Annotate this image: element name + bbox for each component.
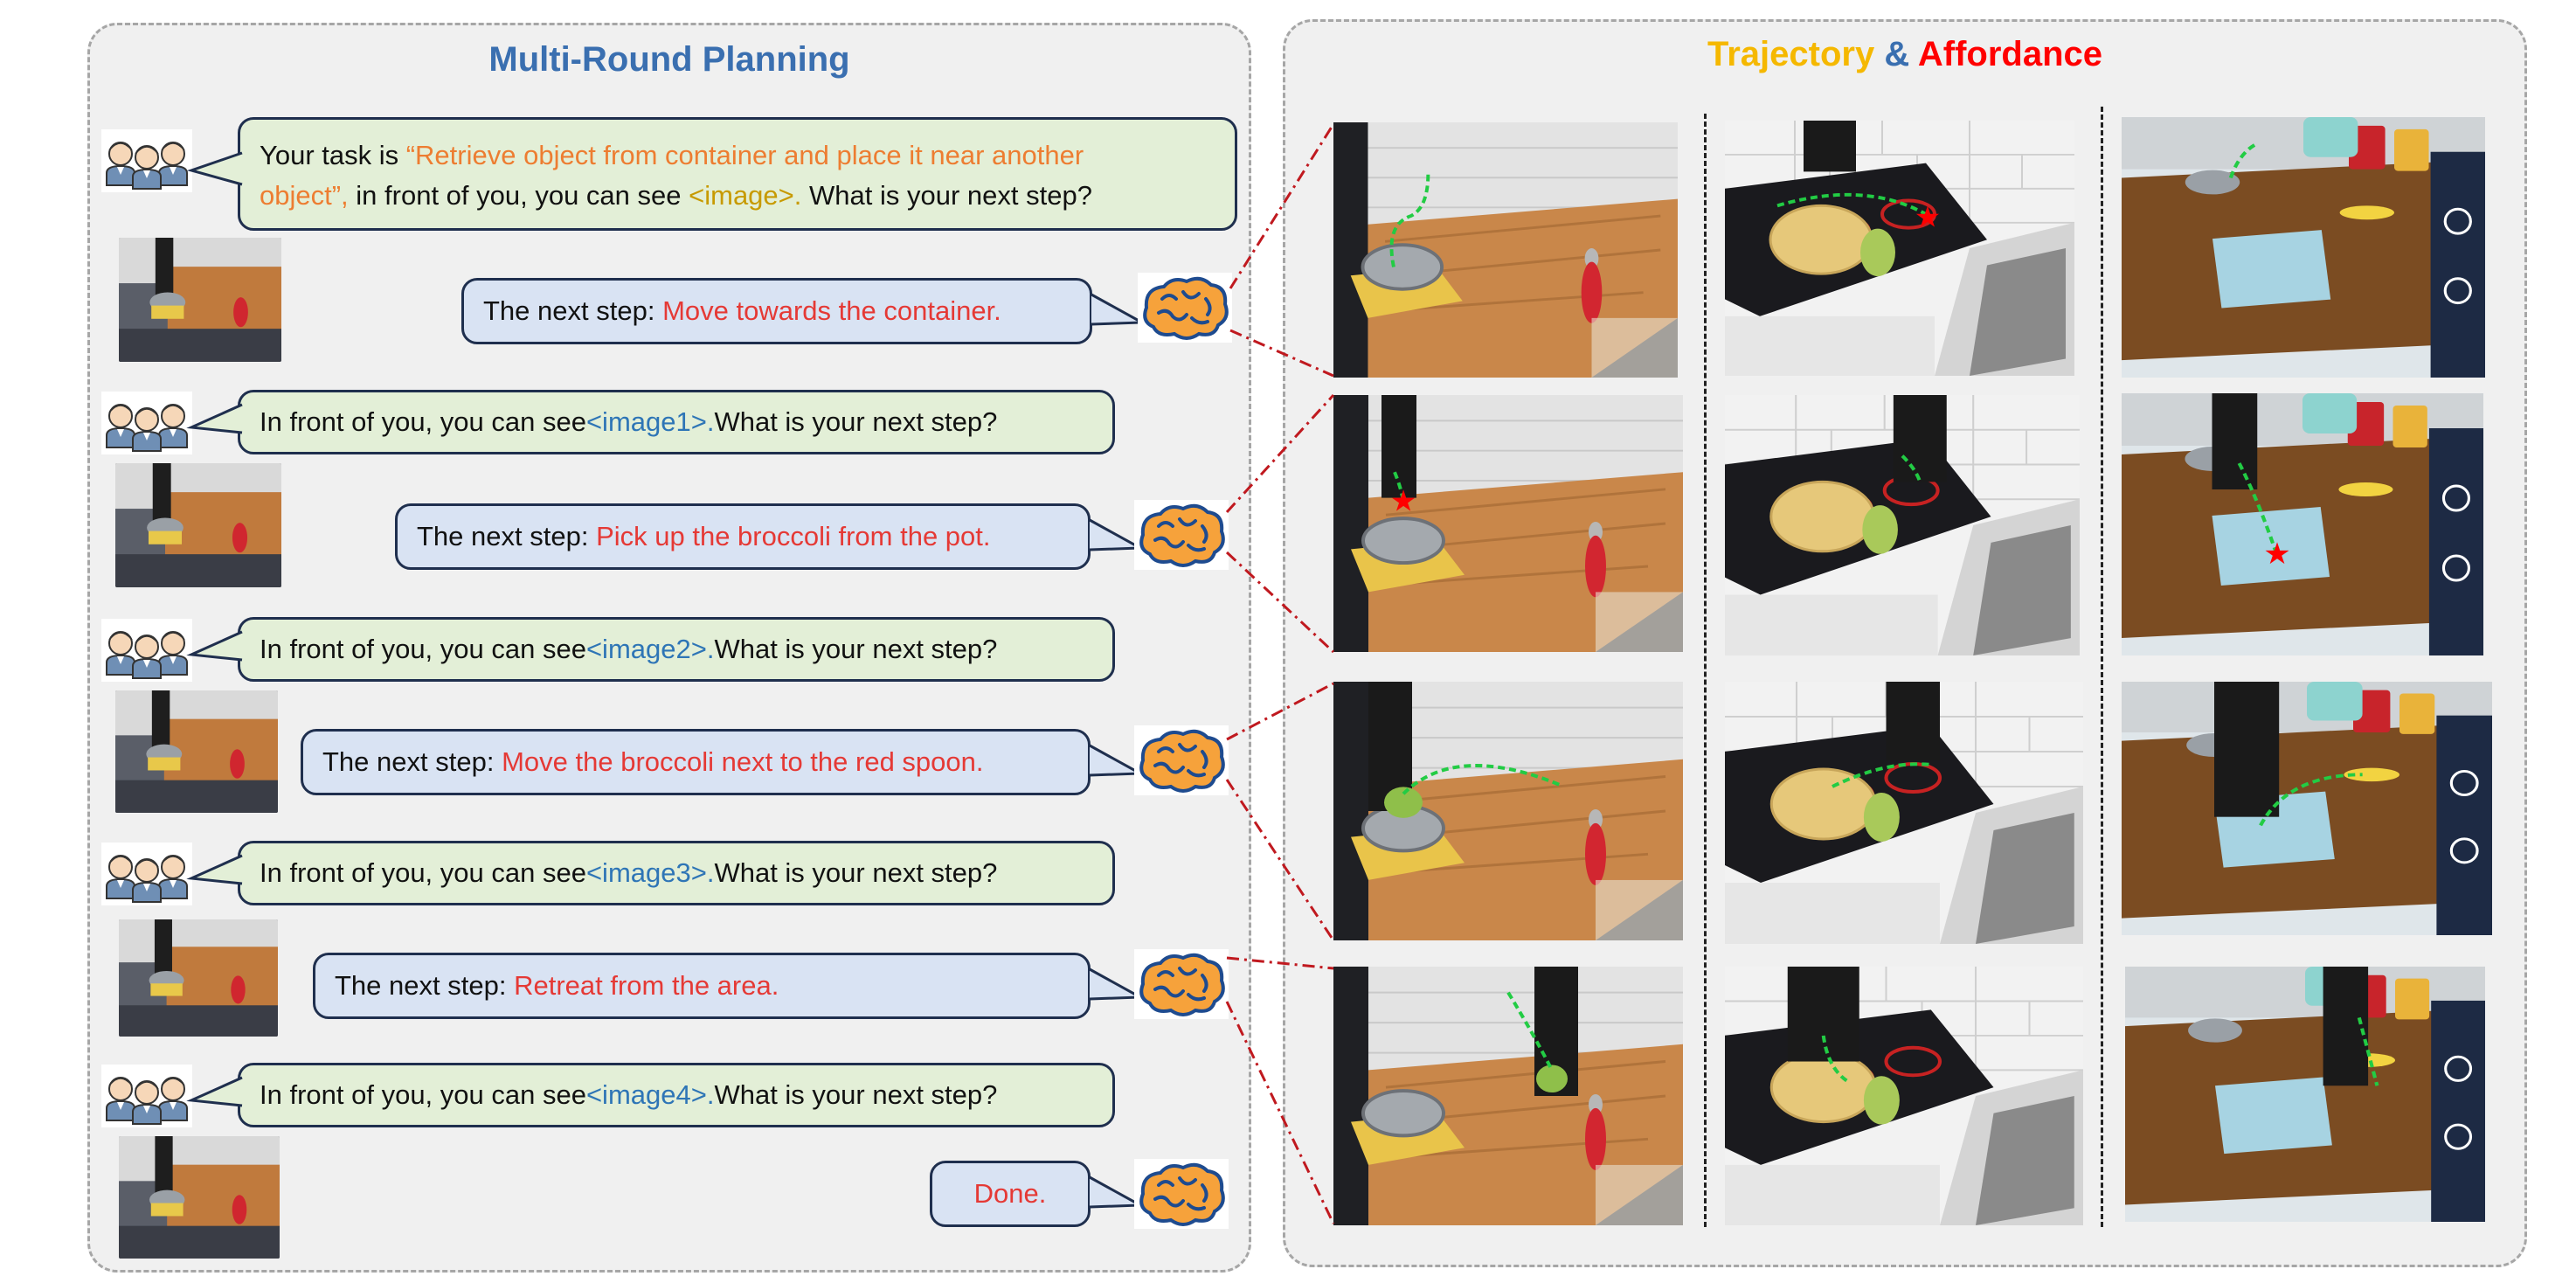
image-token: <image4>. bbox=[585, 1079, 715, 1110]
scene-image-r4c2 bbox=[1725, 967, 2083, 1225]
answer-text: Retreat from the area. bbox=[514, 970, 779, 1001]
question-prefix: In front of you, you can see bbox=[260, 1079, 586, 1110]
answer-prefix: The next step: bbox=[322, 746, 495, 777]
answer-prefix: The next step: bbox=[483, 295, 655, 326]
scene-image-r4c1 bbox=[1333, 967, 1683, 1225]
task-suffix: What is your next step? bbox=[801, 180, 1092, 211]
right-panel-title: Trajectory & Affordance bbox=[1283, 35, 2527, 74]
answer-text: Move the broccoli next to the red spoon. bbox=[502, 746, 984, 777]
answer-bubble-3: The next step: Move the broccoli next to… bbox=[301, 729, 1146, 795]
answer-prefix: The next step: bbox=[335, 970, 507, 1001]
task-quote-line2: object”, bbox=[260, 180, 349, 211]
title-ampersand: & bbox=[1884, 35, 1910, 73]
question-suffix: What is your next step? bbox=[714, 406, 998, 437]
column-separator bbox=[2101, 107, 2103, 1227]
svg-text:★: ★ bbox=[2263, 538, 2291, 571]
scene-image-r3c1 bbox=[1333, 682, 1683, 940]
left-panel-title: Multi-Round Planning bbox=[488, 40, 850, 79]
scene-image-r3c2 bbox=[1725, 682, 2083, 944]
scene-image-r1c1 bbox=[1333, 122, 1678, 378]
image-token: <image3>. bbox=[585, 857, 715, 888]
scene-image-r3c3 bbox=[2122, 682, 2492, 935]
final-answer-bubble: Done. bbox=[930, 1161, 1146, 1227]
scene-image-r1c3 bbox=[2122, 117, 2485, 378]
title-affordance: Affordance bbox=[1917, 35, 2102, 73]
task-bubble: Your task is “Retrieve object from conta… bbox=[186, 117, 1237, 231]
title-trajectory: Trajectory bbox=[1707, 35, 1875, 73]
question-prefix: In front of you, you can see bbox=[260, 857, 586, 888]
question-bubble-3: In front of you, you can see <image3>. W… bbox=[186, 841, 1115, 905]
image-token: <image1>. bbox=[585, 406, 715, 437]
column-separator bbox=[1704, 114, 1707, 1227]
question-bubble-1: In front of you, you can see <image1>. W… bbox=[186, 390, 1115, 454]
task-mid: in front of you, you can see bbox=[348, 180, 689, 211]
question-prefix: In front of you, you can see bbox=[260, 406, 586, 437]
answer-text: Pick up the broccoli from the pot. bbox=[596, 521, 991, 551]
task-prefix: Your task is bbox=[260, 140, 406, 170]
scene-image-r2c2 bbox=[1725, 395, 2080, 655]
answer-text: Move towards the container. bbox=[662, 295, 1001, 326]
question-suffix: What is your next step? bbox=[714, 857, 998, 888]
answer-prefix: The next step: bbox=[417, 521, 589, 551]
image-token: <image2>. bbox=[585, 634, 715, 664]
task-quote-line1: “Retrieve object from container and plac… bbox=[405, 140, 1084, 170]
svg-text:★: ★ bbox=[1390, 486, 1416, 518]
answer-bubble-2: The next step: Pick up the broccoli from… bbox=[395, 503, 1146, 570]
final-answer-text: Done. bbox=[973, 1178, 1047, 1209]
scene-image-r1c2: ★ bbox=[1725, 121, 2074, 376]
question-prefix: In front of you, you can see bbox=[260, 634, 586, 664]
answer-bubble-4: The next step: Retreat from the area. bbox=[313, 953, 1146, 1019]
question-suffix: What is your next step? bbox=[714, 634, 998, 664]
scene-image-r4c3 bbox=[2125, 967, 2485, 1222]
scene-image-r2c3: ★ bbox=[2122, 393, 2483, 655]
task-image-token: <image>. bbox=[689, 180, 802, 211]
svg-text:★: ★ bbox=[1915, 202, 1941, 233]
question-bubble-2: In front of you, you can see <image2>. W… bbox=[186, 617, 1115, 682]
scene-image-r2c1: ★ bbox=[1333, 395, 1683, 652]
question-suffix: What is your next step? bbox=[714, 1079, 998, 1110]
question-bubble-4: In front of you, you can see <image4>. W… bbox=[186, 1063, 1115, 1127]
